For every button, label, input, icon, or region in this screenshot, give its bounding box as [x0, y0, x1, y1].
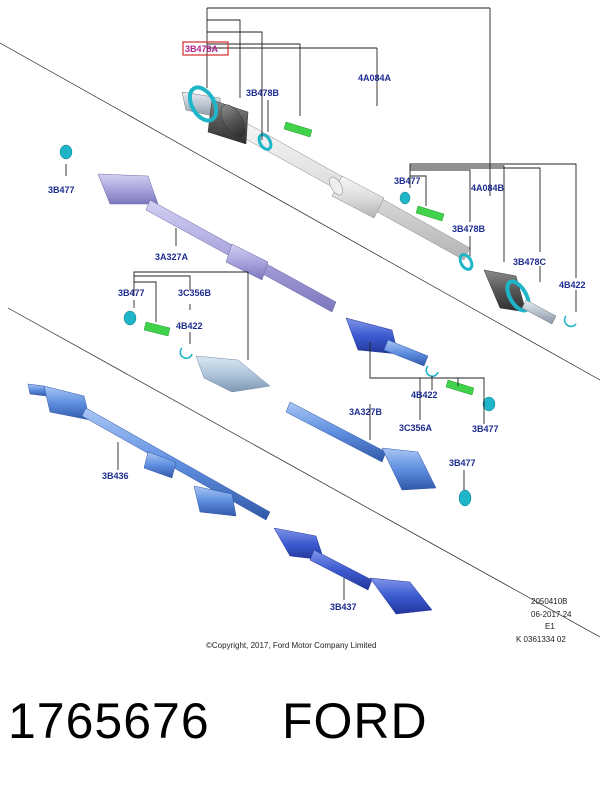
exploded-driveshaft-diagram: 3B478A 3B478B 4A084A 3B477 3B477 4A084B … — [0, 7, 600, 650]
footer: 1765676 FORD — [0, 692, 600, 752]
label-3B477-c[interactable]: 3B477 — [118, 288, 145, 298]
drawing-code: 2050410B — [531, 597, 567, 606]
label-4B422-b[interactable]: 4B422 — [176, 321, 203, 331]
driveshaft-3B437 — [273, 527, 433, 615]
driveshaft-4A084B — [399, 191, 577, 328]
driveshaft-3A327A — [59, 144, 337, 313]
brand-name: FORD — [282, 693, 428, 749]
label-3B478B-top[interactable]: 3B478B — [246, 88, 280, 98]
label-3A327B[interactable]: 3A327B — [349, 407, 383, 417]
label-3B436[interactable]: 3B436 — [102, 471, 129, 481]
part-number: 1765676 — [8, 693, 210, 749]
drawing-edition: E1 — [545, 622, 555, 631]
label-3B478B-mid[interactable]: 3B478B — [452, 224, 486, 234]
separator-line-upper — [0, 42, 600, 381]
driveshaft-3B436 — [27, 383, 271, 521]
label-4B422-a[interactable]: 4B422 — [559, 280, 586, 290]
driveshaft-3A327B — [285, 317, 496, 507]
label-3B477-a[interactable]: 3B477 — [48, 185, 75, 195]
joint-3C356B — [123, 310, 271, 393]
label-3B437[interactable]: 3B437 — [330, 602, 357, 612]
separator-line-lower — [7, 307, 600, 638]
label-4A084B[interactable]: 4A084B — [471, 183, 505, 193]
label-3B477-e[interactable]: 3B477 — [449, 458, 476, 468]
leader-lines — [65, 7, 577, 600]
label-4B422-c[interactable]: 4B422 — [411, 390, 438, 400]
label-3B477-d[interactable]: 3B477 — [472, 424, 499, 434]
copyright-notice: ©Copyright, 2017, Ford Motor Company Lim… — [206, 641, 376, 650]
label-3B478A[interactable]: 3B478A — [185, 44, 219, 54]
label-3A327A[interactable]: 3A327A — [155, 252, 189, 262]
label-3C356B[interactable]: 3C356B — [178, 288, 212, 298]
drawing-date: 06-2017 24 — [531, 610, 572, 619]
driveshaft-4A084A — [181, 85, 471, 261]
label-3C356A[interactable]: 3C356A — [399, 423, 433, 433]
highlight-box-3B478A — [182, 41, 229, 56]
drawing-ref: K 0361334 02 — [516, 635, 566, 644]
label-4A084A[interactable]: 4A084A — [358, 73, 392, 83]
label-3B477-b[interactable]: 3B477 — [394, 176, 421, 186]
label-3B478C[interactable]: 3B478C — [513, 257, 547, 267]
